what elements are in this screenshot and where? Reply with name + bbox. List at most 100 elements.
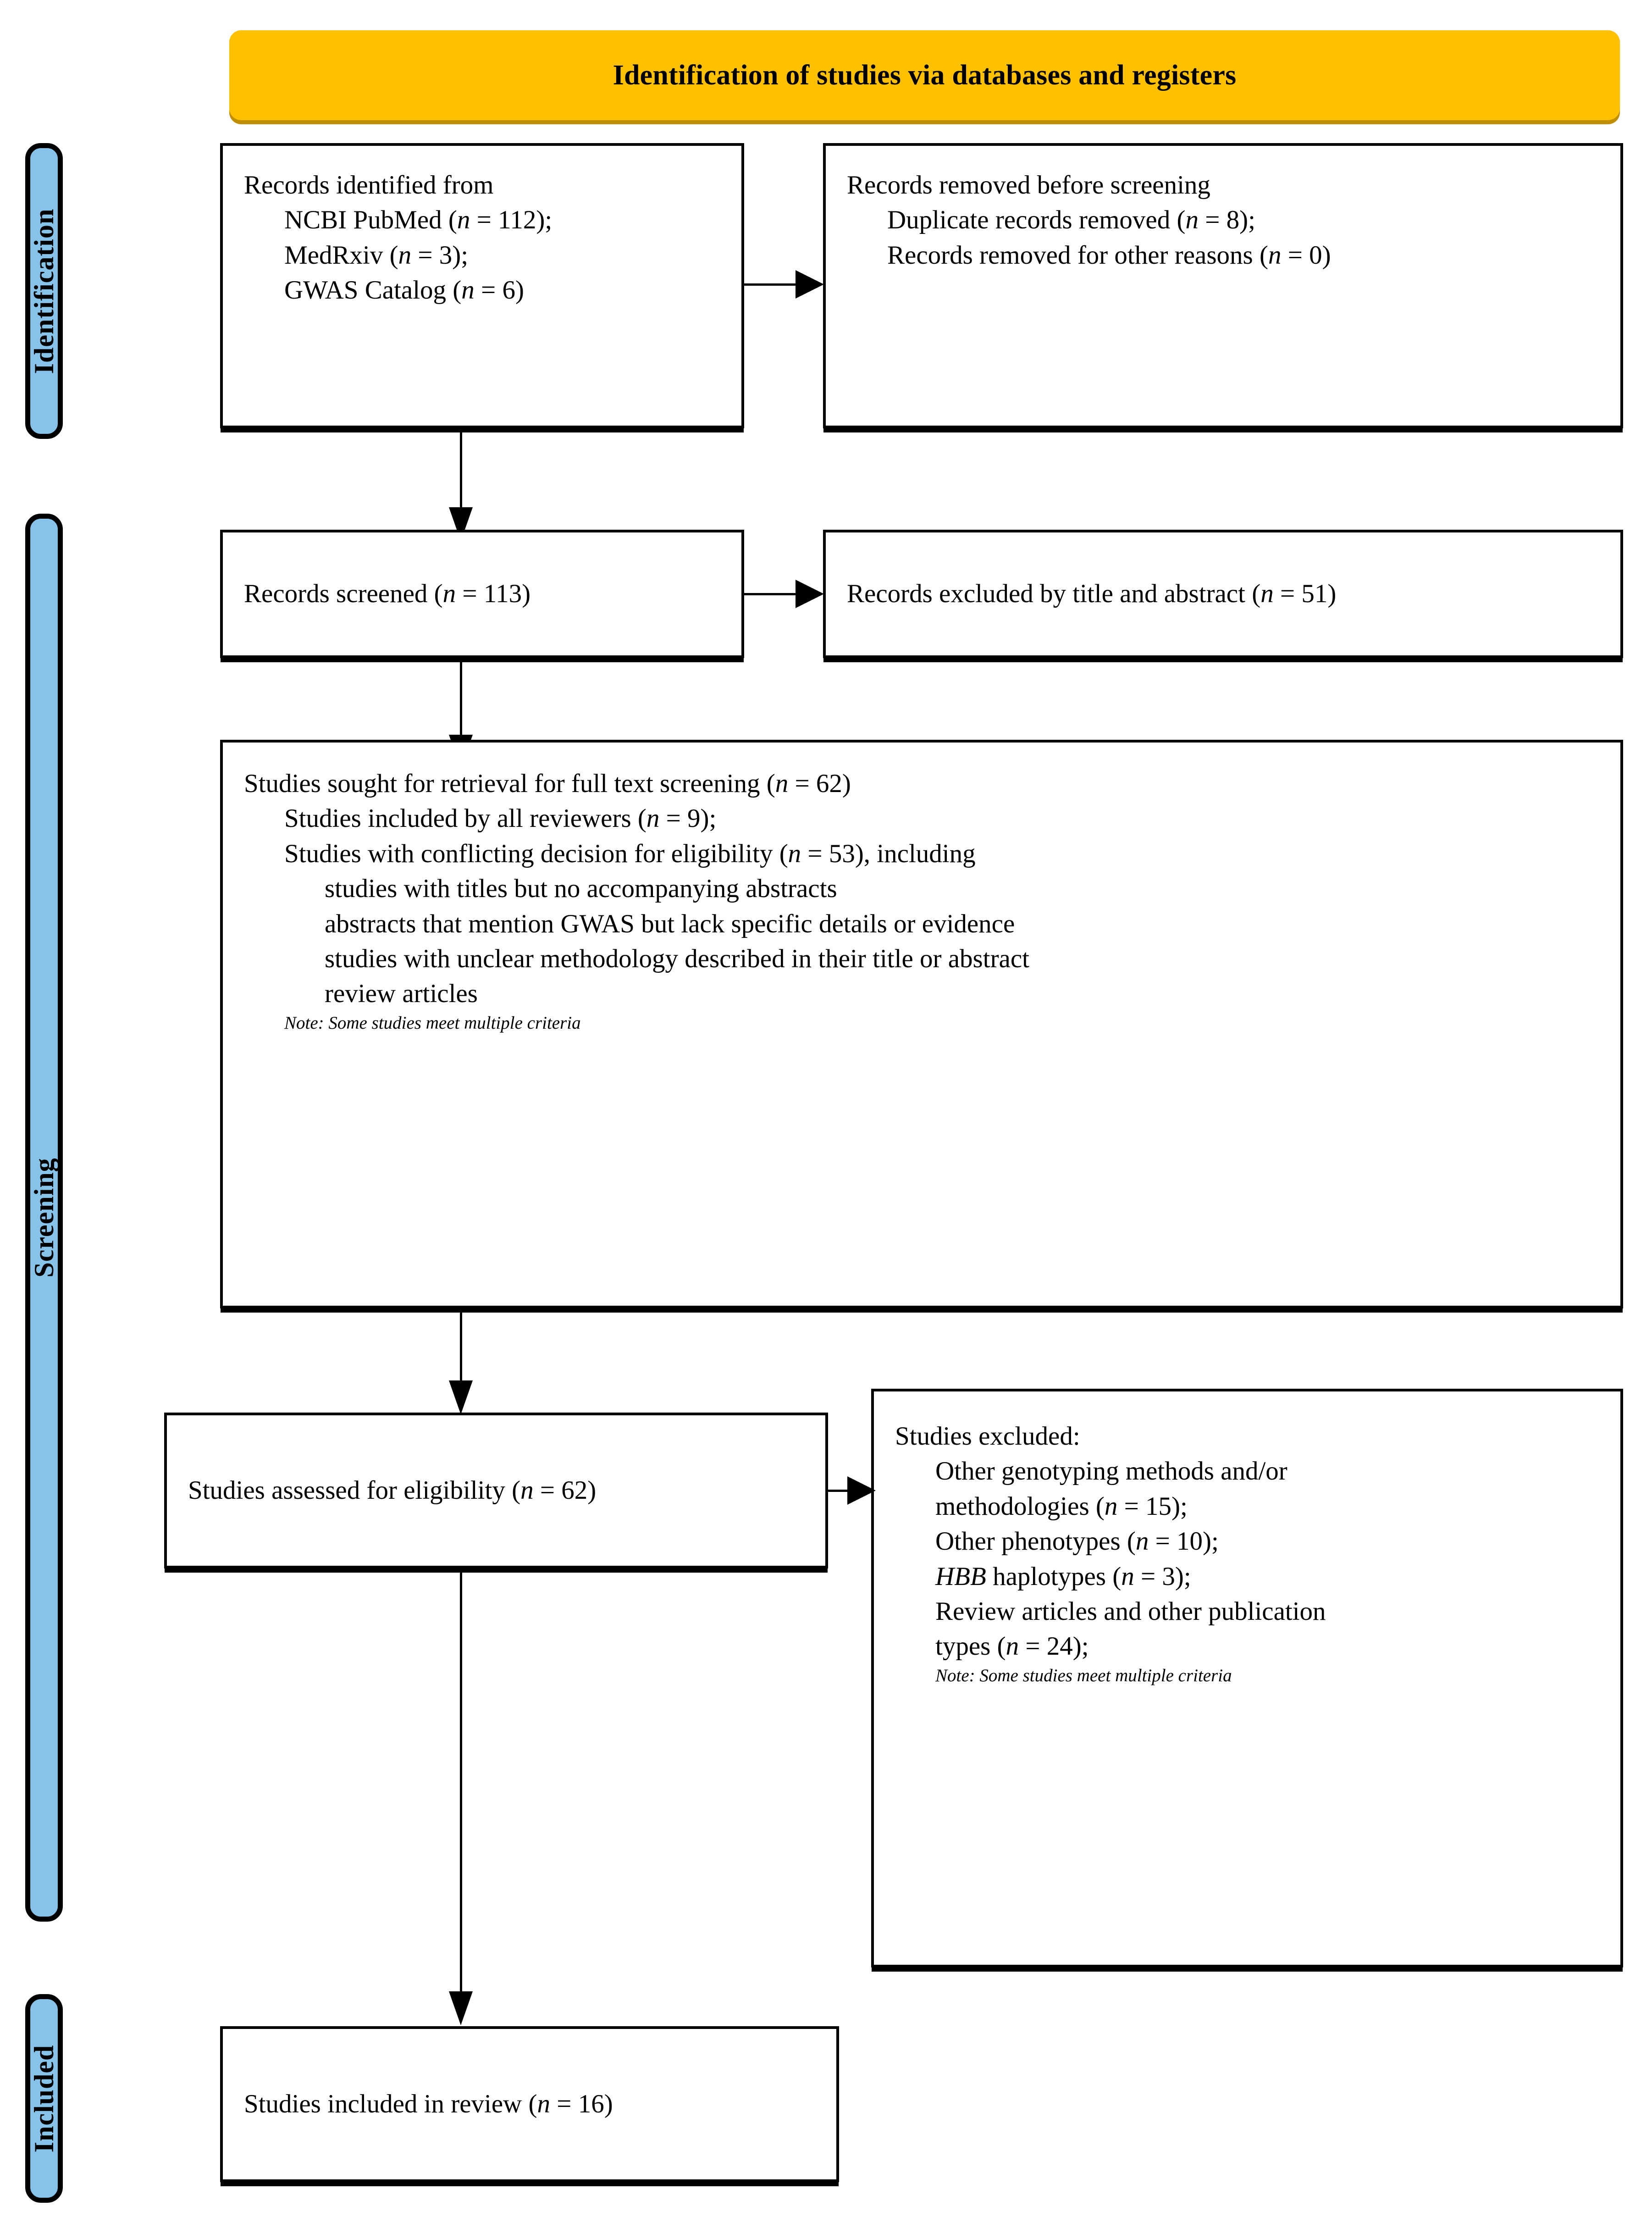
phase-label-screening: Screening xyxy=(29,1158,59,1278)
item-tail: ) xyxy=(1322,240,1331,270)
box-studies-excluded: Studies excluded: Other genotyping metho… xyxy=(871,1389,1623,1967)
item-tail: ); xyxy=(1203,1527,1219,1556)
phase-bar-screening: Screening xyxy=(25,514,63,1922)
n-symbol: n xyxy=(775,769,789,798)
records-removed-item: Records removed for other reasons (n = 0… xyxy=(847,238,1599,273)
arrow-screened-to-excluded xyxy=(796,580,824,608)
item-tail: ); xyxy=(536,205,553,235)
n-symbol: n xyxy=(1135,1527,1149,1556)
item-tail: ) xyxy=(842,769,851,798)
item-text: Records excluded by title and abstract ( xyxy=(847,579,1261,608)
n-value: 6 xyxy=(502,276,515,305)
n-symbol: n xyxy=(1104,1491,1118,1521)
diagram-banner: Identification of studies via databases … xyxy=(229,30,1620,120)
equals: = xyxy=(533,1475,562,1505)
n-value: 0 xyxy=(1309,240,1322,270)
item-text: Records removed for other reasons ( xyxy=(887,240,1268,270)
equals: = xyxy=(788,769,816,798)
studies-excluded-item: Other phenotypes (n = 10); xyxy=(895,1524,1599,1559)
equals: = xyxy=(550,2089,578,2118)
connector-assessed-to-included xyxy=(460,1571,462,1998)
equals: = xyxy=(1117,1491,1146,1521)
n-symbol: n xyxy=(461,276,475,305)
studies-assessed-text: Studies assessed for eligibility (n = 62… xyxy=(188,1473,804,1508)
item-tail: ); xyxy=(1072,1632,1089,1661)
records-excluded-text: Records excluded by title and abstract (… xyxy=(847,576,1599,611)
arrow-assessed-to-included xyxy=(449,1991,473,2025)
gene-name: HBB xyxy=(935,1562,986,1591)
item-tail: ), including xyxy=(855,839,976,868)
n-symbol: n xyxy=(442,579,456,608)
item-tail: ); xyxy=(700,804,717,833)
studies-excluded-item-cont: methodologies (n = 15); xyxy=(895,1489,1599,1524)
n-symbol: n xyxy=(537,2089,551,2118)
connector-sought-to-assessed xyxy=(460,1311,462,1387)
n-value: 3 xyxy=(1162,1562,1175,1591)
equals: = xyxy=(456,579,484,608)
n-value: 16 xyxy=(578,2089,604,2118)
equals: = xyxy=(474,276,503,305)
equals: = xyxy=(801,839,829,868)
equals: = xyxy=(411,240,439,270)
n-value: 51 xyxy=(1301,579,1328,608)
n-value: 3 xyxy=(439,240,453,270)
n-value: 62 xyxy=(816,769,842,798)
item-text: GWAS Catalog ( xyxy=(284,276,462,305)
item-text: methodologies ( xyxy=(935,1491,1105,1521)
n-symbol: n xyxy=(1260,579,1274,608)
n-symbol: n xyxy=(1268,240,1282,270)
box-studies-included: Studies included in review (n = 16) xyxy=(220,2026,839,2182)
n-value: 9 xyxy=(687,804,701,833)
item-text: Duplicate records removed ( xyxy=(887,205,1186,235)
box-studies-assessed: Studies assessed for eligibility (n = 62… xyxy=(164,1413,828,1568)
records-identified-item: NCBI PubMed (n = 112); xyxy=(244,203,720,238)
records-screened-text: Records screened (n = 113) xyxy=(244,576,720,611)
studies-excluded-item-cont: types (n = 24); xyxy=(895,1629,1599,1664)
studies-sought-heading: Studies sought for retrieval for full te… xyxy=(244,766,1599,801)
studies-sought-subitem: review articles xyxy=(325,979,478,1009)
n-value: 24 xyxy=(1046,1632,1073,1661)
n-value: 113 xyxy=(483,579,522,608)
n-value: 62 xyxy=(561,1475,588,1505)
connector-screened-to-sought xyxy=(460,661,462,741)
studies-included-text: Studies included in review (n = 16) xyxy=(244,2087,815,2122)
studies-excluded-item: HBB haplotypes (n = 3); xyxy=(895,1559,1599,1594)
item-tail: ); xyxy=(1175,1562,1191,1591)
banner-title: Identification of studies via databases … xyxy=(613,59,1237,91)
records-identified-item: MedRxiv (n = 3); xyxy=(244,238,720,273)
studies-excluded-item: Other genotyping methods and/or xyxy=(935,1457,1287,1486)
box-records-excluded: Records excluded by title and abstract (… xyxy=(823,530,1623,658)
item-text: NCBI PubMed ( xyxy=(284,205,457,235)
studies-sought-subitem: studies with titles but no accompanying … xyxy=(325,874,837,903)
n-symbol: n xyxy=(457,205,470,235)
arrow-assessed-to-excluded xyxy=(847,1476,876,1505)
equals: = xyxy=(1019,1632,1047,1661)
item-tail: ); xyxy=(452,240,469,270)
item-text: types ( xyxy=(935,1632,1006,1661)
studies-sought-item: Studies included by all reviewers (n = 9… xyxy=(244,801,1599,836)
equals: = xyxy=(1134,1562,1162,1591)
records-identified-heading: Records identified from xyxy=(244,171,494,200)
n-value: 15 xyxy=(1145,1491,1172,1521)
equals: = xyxy=(1281,240,1309,270)
box-studies-sought: Studies sought for retrieval for full te… xyxy=(220,740,1623,1308)
n-value: 112 xyxy=(498,205,536,235)
equals: = xyxy=(1273,579,1302,608)
n-symbol: n xyxy=(788,839,801,868)
equals: = xyxy=(1198,205,1227,235)
n-symbol: n xyxy=(1006,1632,1019,1661)
studies-excluded-item: Review articles and other publication xyxy=(935,1596,1326,1626)
records-identified-item: GWAS Catalog (n = 6) xyxy=(244,273,720,308)
item-text: Studies included by all reviewers ( xyxy=(284,804,646,833)
n-symbol: n xyxy=(1121,1562,1134,1591)
phase-bar-included: Included xyxy=(25,1994,63,2203)
box-records-removed: Records removed before screening Duplica… xyxy=(823,143,1623,428)
connector-assessed-to-excluded xyxy=(828,1490,851,1492)
studies-excluded-heading: Studies excluded: xyxy=(895,1422,1080,1451)
item-tail: ); xyxy=(1171,1491,1188,1521)
connector-screened-to-excluded xyxy=(744,593,798,595)
n-symbol: n xyxy=(398,240,412,270)
connector-identified-to-screened xyxy=(460,431,462,514)
studies-excluded-note: Note: Some studies meet multiple criteri… xyxy=(935,1665,1232,1685)
box-records-screened: Records screened (n = 113) xyxy=(220,530,744,658)
